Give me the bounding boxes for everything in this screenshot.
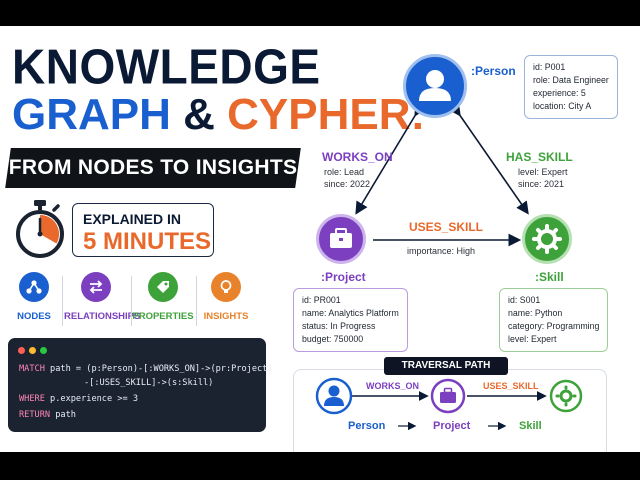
property: category: Programming — [508, 321, 600, 331]
explained-line-2: 5 MINUTES — [83, 228, 212, 255]
feature-properties: PROPERTIES — [131, 272, 195, 322]
uses-skill-prop: importance: High — [407, 246, 476, 256]
code-line-4: RETURN path — [19, 410, 76, 420]
property: name: Python — [508, 308, 563, 318]
edge-has-skill — [448, 102, 529, 215]
code-keyword: MATCH — [19, 364, 45, 374]
person-icon — [419, 70, 451, 101]
feature-insights: INSIGHTS — [194, 272, 258, 322]
divider — [131, 276, 132, 326]
tag-icon — [148, 272, 178, 302]
arrows-icon — [81, 272, 111, 302]
gear-icon — [532, 224, 562, 254]
divider — [196, 276, 197, 326]
person-label: :Person — [471, 64, 516, 78]
project-properties: id: PR001 name: Analytics Platform statu… — [293, 288, 408, 352]
trav-rel-2: USES_SKILL — [483, 381, 539, 391]
property: name: Analytics Platform — [302, 308, 399, 318]
feature-label: INSIGHTS — [203, 311, 249, 322]
trav-briefcase-icon — [430, 378, 466, 414]
skill-node — [522, 214, 572, 264]
project-node — [316, 214, 366, 264]
trav-node-person: Person — [348, 420, 386, 432]
code-keyword: WHERE — [19, 394, 45, 404]
property: experience: 5 — [533, 88, 586, 98]
feature-nodes: NODES — [2, 272, 66, 322]
explained-box: EXPLAINED IN 5 MINUTES — [72, 203, 214, 257]
title-graph: GRAPH — [12, 90, 171, 139]
property: location: City A — [533, 101, 592, 111]
cypher-code-block: MATCH path = (p:Person)-[:WORKS_ON]->(pr… — [8, 338, 273, 432]
code-line-1: MATCH path = (p:Person)-[:WORKS_ON]->(pr… — [19, 364, 273, 374]
feature-label: NODES — [17, 311, 51, 322]
code-text: path = (p:Person)-[:WORKS_ON]->(pr:Proje… — [44, 364, 273, 374]
property: id: P001 — [533, 62, 566, 72]
property: id: S001 — [508, 295, 541, 305]
feature-label: PROPERTIES — [132, 311, 194, 322]
works-on-label: WORKS_ON — [322, 150, 393, 164]
explained-line-1: EXPLAINED IN — [83, 211, 182, 227]
code-text: path — [50, 410, 76, 420]
trav-rel-1: WORKS_ON — [366, 381, 420, 391]
property: role: Data Engineer — [533, 75, 609, 85]
property: status: In Progress — [302, 321, 376, 331]
property: budget: 750000 — [302, 334, 364, 344]
trav-node-project: Project — [433, 420, 471, 432]
uses-skill-label: USES_SKILL — [409, 220, 484, 234]
person-properties: id: P001 role: Data Engineer experience:… — [524, 55, 618, 119]
code-line-2: -[:USES_SKILL]->(s:Skill) — [84, 378, 214, 388]
traversal-graphics — [315, 377, 583, 431]
window-dot-yellow — [29, 347, 36, 354]
skill-properties: id: S001 name: Python category: Programm… — [499, 288, 609, 352]
has-skill-prop: since: 2021 — [518, 179, 565, 189]
code-text: p.experience >= 3 — [44, 394, 139, 404]
code-keyword: RETURN — [19, 410, 51, 420]
graph-edges — [355, 102, 529, 247]
nodes-icon — [19, 272, 49, 302]
title-ampersand: & — [183, 90, 215, 139]
skill-label: :Skill — [535, 270, 564, 284]
project-label: :Project — [321, 270, 366, 284]
property: level: Expert — [508, 334, 557, 344]
banner-text: FROM NODES TO INSIGHTS — [8, 156, 298, 179]
title-line-1: KNOWLEDGE — [12, 38, 321, 94]
stopwatch-icon — [16, 200, 64, 258]
trav-person-icon — [315, 377, 353, 415]
works-on-prop: role: Lead — [324, 167, 365, 177]
divider — [62, 276, 63, 326]
infographic: KNOWLEDGE GRAPH & CYPHER: FROM NODES TO … — [0, 26, 640, 452]
feature-relationships: RELATIONSHIPS — [64, 272, 141, 322]
code-line-3: WHERE p.experience >= 3 — [19, 394, 138, 404]
window-dot-red — [18, 347, 25, 354]
traversal-title: TRAVERSAL PATH — [384, 357, 508, 375]
has-skill-prop: level: Expert — [518, 167, 568, 177]
window-dot-green — [40, 347, 47, 354]
briefcase-icon — [330, 228, 352, 248]
works-on-prop: since: 2022 — [324, 179, 371, 189]
property: id: PR001 — [302, 295, 341, 305]
person-node — [403, 54, 467, 118]
trav-node-skill: Skill — [519, 420, 542, 432]
lightbulb-icon — [211, 272, 241, 302]
trav-gear-icon — [549, 379, 583, 413]
edge-works-on — [355, 102, 427, 215]
has-skill-label: HAS_SKILL — [506, 150, 573, 164]
feature-label: RELATIONSHIPS — [64, 311, 141, 322]
